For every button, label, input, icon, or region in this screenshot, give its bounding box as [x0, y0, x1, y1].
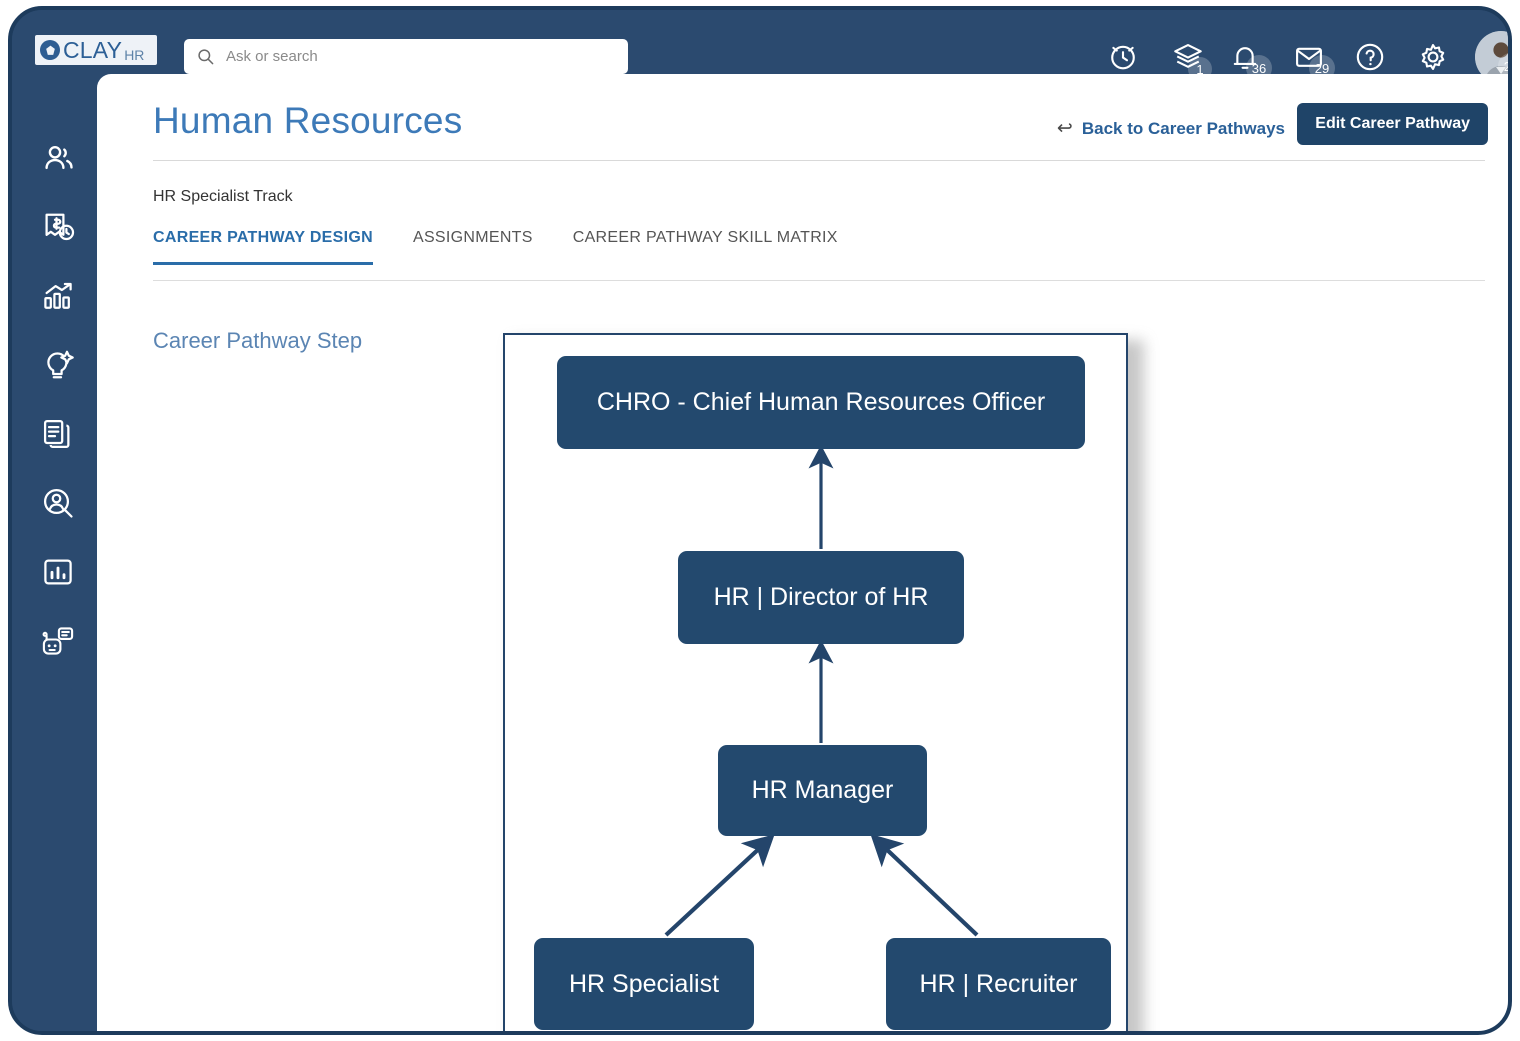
bell-icon[interactable]: [1228, 40, 1262, 74]
career-pathway-diagram: CHRO - Chief Human Resources Officer HR …: [503, 333, 1128, 1031]
edge-specialist-to-manager: [664, 834, 775, 937]
sidebar-item-analytics[interactable]: [40, 554, 76, 590]
sidebar-item-insights[interactable]: [40, 347, 76, 383]
node-hr-recruiter[interactable]: HR | Recruiter: [886, 938, 1111, 1030]
back-arrow-icon: ↩: [1056, 118, 1073, 139]
top-navigation-bar: CLAY HR 1: [12, 10, 1508, 83]
brand-logo[interactable]: CLAY HR: [35, 35, 157, 65]
edit-career-pathway-button[interactable]: Edit Career Pathway: [1297, 103, 1488, 145]
back-link-label: Back to Career Pathways: [1081, 118, 1285, 138]
tab-career-pathway-design[interactable]: CAREER PATHWAY DESIGN: [153, 229, 373, 265]
header-divider: [153, 160, 1485, 161]
avatar-badge: 23: [1498, 53, 1508, 79]
sidebar-item-growth[interactable]: [40, 278, 76, 314]
tab-bar: CAREER PATHWAY DESIGN ASSIGNMENTS CAREER…: [153, 229, 1485, 281]
tab-assignments[interactable]: ASSIGNMENTS: [412, 229, 533, 246]
page-title: Human Resources: [153, 100, 463, 141]
track-label: HR Specialist Track: [153, 188, 293, 205]
brand-suffix: HR: [124, 47, 145, 63]
career-pathway-step-label: Career Pathway Step: [153, 328, 363, 353]
search-icon: [196, 47, 215, 66]
layers-icon[interactable]: [1171, 40, 1205, 74]
sidebar-item-documents[interactable]: [40, 416, 76, 452]
sidebar-item-recruit[interactable]: [40, 485, 76, 521]
node-director-of-hr[interactable]: HR | Director of HR: [678, 551, 964, 644]
diagram-edges: [664, 444, 979, 937]
mail-icon[interactable]: [1292, 40, 1326, 74]
sidebar-item-assistant[interactable]: [40, 623, 76, 659]
node-hr-manager[interactable]: HR Manager: [718, 745, 927, 836]
gear-icon[interactable]: [1416, 40, 1450, 74]
sidebar-item-payroll[interactable]: [40, 209, 76, 245]
help-circle-icon[interactable]: [1353, 40, 1387, 74]
brand-wordmark: CLAY: [63, 36, 123, 63]
search-bar[interactable]: [184, 39, 628, 74]
app-window: CLAY HR 1: [8, 6, 1512, 1035]
left-sidebar: [12, 82, 100, 1031]
tab-career-pathway-skill-matrix[interactable]: CAREER PATHWAY SKILL MATRIX: [572, 229, 838, 246]
node-hr-specialist[interactable]: HR Specialist: [534, 938, 754, 1030]
clay-logo-icon: [40, 40, 60, 60]
sidebar-item-people[interactable]: [40, 140, 76, 176]
main-content-panel: Human Resources ↩ Back to Career Pathway…: [97, 74, 1508, 1031]
search-input[interactable]: [226, 48, 616, 65]
clock-alarm-icon[interactable]: [1106, 40, 1140, 74]
edge-recruiter-to-manager: [870, 834, 979, 937]
back-to-career-pathways-link[interactable]: ↩ Back to Career Pathways: [1057, 117, 1285, 140]
node-chro[interactable]: CHRO - Chief Human Resources Officer: [557, 356, 1085, 449]
